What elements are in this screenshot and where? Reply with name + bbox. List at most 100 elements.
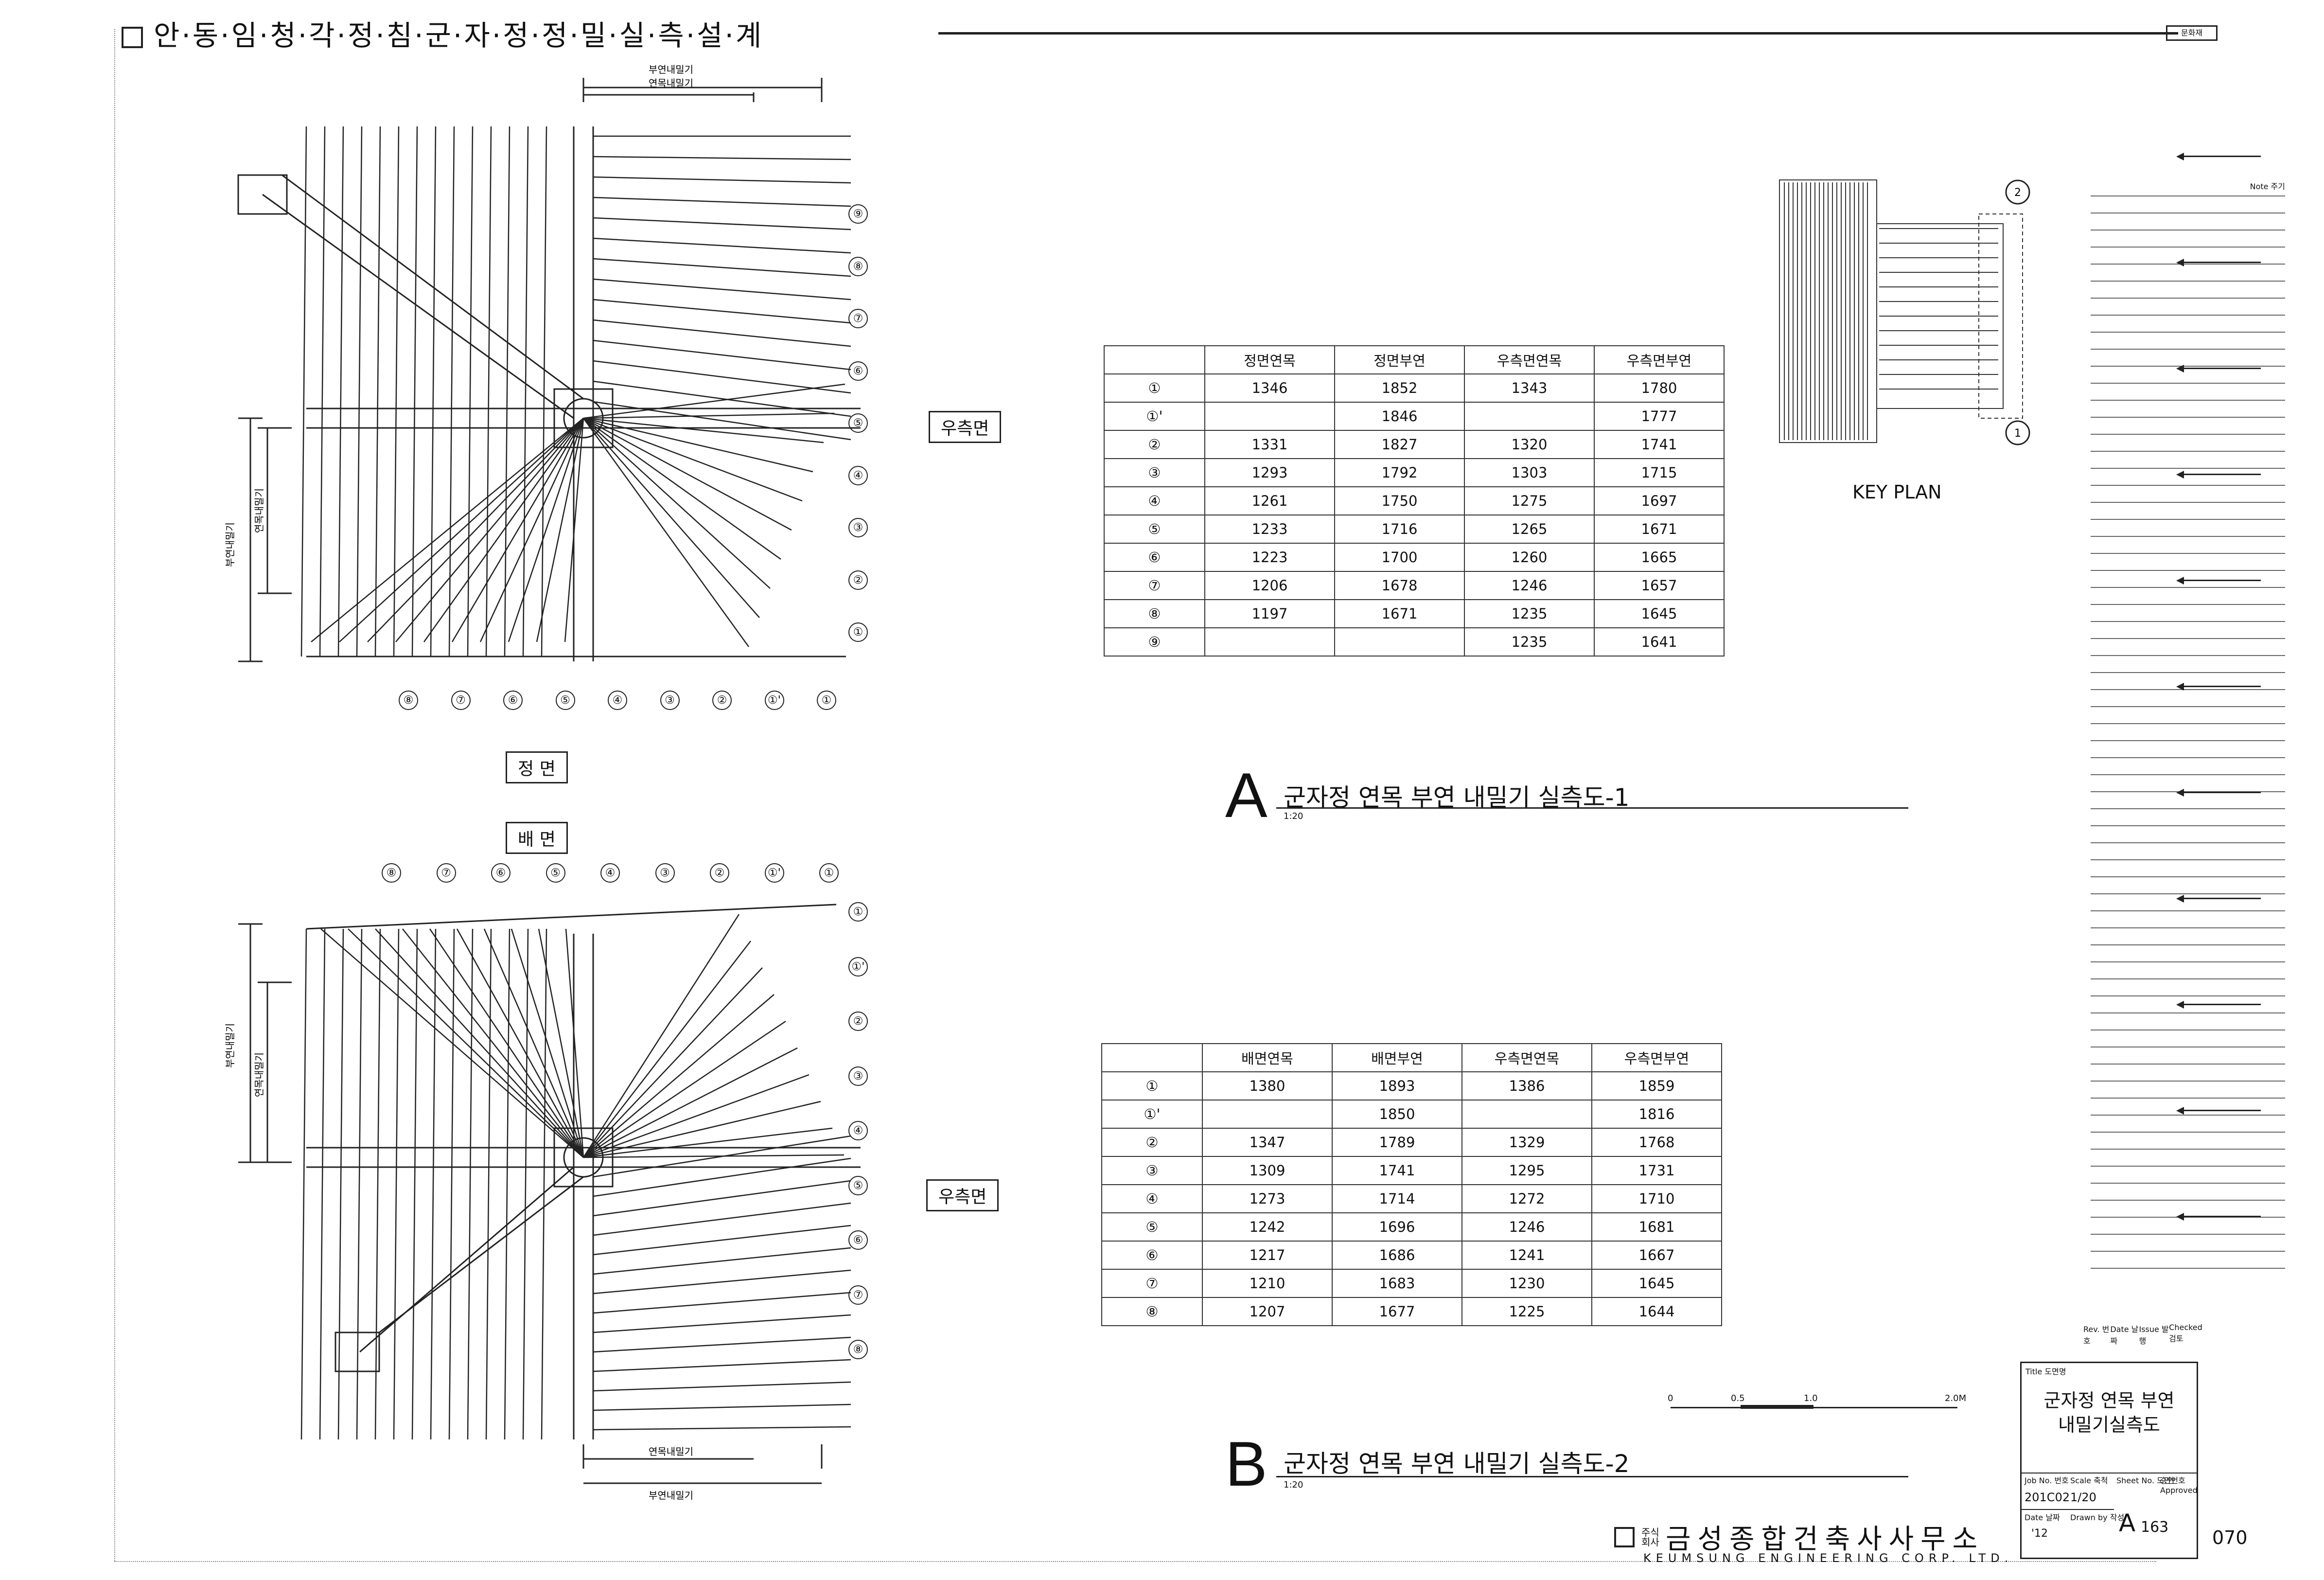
num-label: ①' — [764, 863, 784, 883]
job-no-label: Job No. 번호 — [2025, 1476, 2069, 1485]
plan-a-dim-outer: 부연내밀기 — [649, 64, 693, 75]
value-cell: 1741 — [1332, 1156, 1462, 1185]
key-plan-label: KEY PLAN — [1852, 481, 1942, 503]
arrow-left-icon — [2176, 577, 2261, 585]
value-cell: 1645 — [1594, 599, 1725, 628]
num-label: ① — [848, 902, 868, 922]
num-label: ④ — [848, 465, 868, 485]
note-line — [2091, 570, 2285, 571]
value-cell: 1678 — [1334, 571, 1465, 600]
note-line — [2091, 672, 2285, 673]
num-label: ⑥ — [848, 361, 868, 381]
note-line — [2091, 1217, 2285, 1218]
note-line — [2091, 876, 2285, 877]
title-block: Title 도면명 군자정 연목 부연 내밀기실측도 Job No. 번호 Sc… — [2020, 1362, 2198, 1559]
value-cell: 1768 — [1591, 1128, 1722, 1157]
value-cell: 1246 — [1461, 1212, 1592, 1242]
note-line — [2091, 502, 2285, 503]
value-cell: 1295 — [1461, 1156, 1592, 1185]
value-cell: 1210 — [1202, 1269, 1333, 1298]
title-a-text: 군자정 연목 부연 내밀기 실측도-1 — [1284, 783, 1630, 812]
notes-footer-issue: Issue 발행 — [2139, 1325, 2169, 1346]
value-cell: 1792 — [1334, 458, 1465, 487]
value-cell: 1859 — [1591, 1071, 1722, 1101]
value-cell: 1273 — [1202, 1184, 1333, 1213]
note-line — [2091, 264, 2285, 265]
title-block-line2: 내밀기실측도 — [2058, 1414, 2160, 1436]
row-number-cell: ⑧ — [1104, 599, 1205, 628]
note-line — [2091, 638, 2285, 639]
plan-b-dim-outer: 부연내밀기 — [649, 1490, 693, 1501]
row-number-cell: ⑨ — [1104, 627, 1205, 657]
value-cell: 1777 — [1594, 402, 1725, 431]
note-line — [2091, 366, 2285, 367]
value-cell: 1677 — [1332, 1297, 1462, 1326]
notes-panel: Note 주기 — [2091, 180, 2285, 1285]
num-label: ⑥ — [491, 863, 511, 883]
plan-b-dim-inner-v: 연목내밀기 — [253, 1052, 265, 1097]
value-cell: 1816 — [1591, 1100, 1722, 1129]
row-number-cell: ⑤ — [1104, 515, 1205, 544]
title-block-label: Title 도면명 — [2025, 1367, 2066, 1376]
plan-b-dim-inner: 연목내밀기 — [649, 1446, 693, 1457]
plan-b-right-numbers: ① ①' ② ③ ④ ⑤ ⑥ ⑦ ⑧ — [848, 902, 868, 1359]
drawn-by-label: Drawn by 작성 — [2070, 1513, 2125, 1522]
value-cell: 1641 — [1594, 627, 1725, 657]
value-cell: 1233 — [1204, 515, 1335, 544]
key-plan: 2 1 — [1770, 170, 2042, 464]
note-line — [2091, 1064, 2285, 1065]
sheet-number: 163 — [2141, 1519, 2169, 1536]
note-line — [2091, 961, 2285, 962]
value-cell: 1665 — [1594, 543, 1725, 572]
num-label: ⑥ — [503, 691, 523, 710]
title-a-scale: 1:20 — [1284, 811, 1303, 821]
row-number-cell: ⑥ — [1104, 543, 1205, 572]
title-b-text: 군자정 연목 부연 내밀기 실측도-2 — [1284, 1450, 1630, 1478]
note-line — [2091, 1183, 2285, 1184]
arrow-left-icon — [2176, 1001, 2261, 1009]
value-cell: 1657 — [1594, 571, 1725, 600]
value-cell: 1225 — [1461, 1297, 1592, 1326]
value-cell: 1716 — [1334, 515, 1465, 544]
value-cell: 1644 — [1591, 1297, 1722, 1326]
note-line — [2091, 1012, 2285, 1013]
num-label: ③ — [848, 1066, 868, 1086]
notes-label: Note 주기 — [2250, 182, 2285, 191]
title-b-rule — [1276, 1476, 1908, 1477]
note-line — [2091, 978, 2285, 979]
row-number-cell: ⑥ — [1101, 1241, 1203, 1270]
note-line — [2091, 825, 2285, 826]
header-tag: 문화재 — [2166, 25, 2218, 41]
value-cell: 1741 — [1594, 430, 1725, 459]
note-line — [2091, 1149, 2285, 1150]
frame-bottom-dots — [114, 1561, 2156, 1562]
plan-a-front-label: 정 면 — [506, 751, 568, 783]
notes-footer-checked: Checked 검토 — [2169, 1323, 2202, 1343]
value-cell: 1275 — [1464, 486, 1595, 515]
value-cell: 1380 — [1202, 1071, 1333, 1101]
note-line — [2091, 1268, 2285, 1269]
value-cell: 1331 — [1204, 430, 1335, 459]
scale-tick: 1.0 — [1804, 1393, 1818, 1403]
table-header-cell — [1104, 345, 1205, 374]
num-label: ① — [848, 622, 868, 642]
value-cell: 1235 — [1464, 599, 1595, 628]
date-label: Date 날짜 — [2025, 1513, 2060, 1522]
value-cell — [1204, 402, 1335, 431]
row-number-cell: ① — [1104, 373, 1205, 403]
value-cell: 1260 — [1464, 543, 1595, 572]
num-label: ①' — [764, 691, 784, 710]
num-label: ③ — [655, 863, 675, 883]
note-line — [2091, 195, 2285, 196]
value-cell: 1347 — [1202, 1128, 1333, 1157]
job-no-value: 201C02 — [2025, 1491, 2070, 1504]
arrow-left-icon — [2176, 259, 2261, 266]
